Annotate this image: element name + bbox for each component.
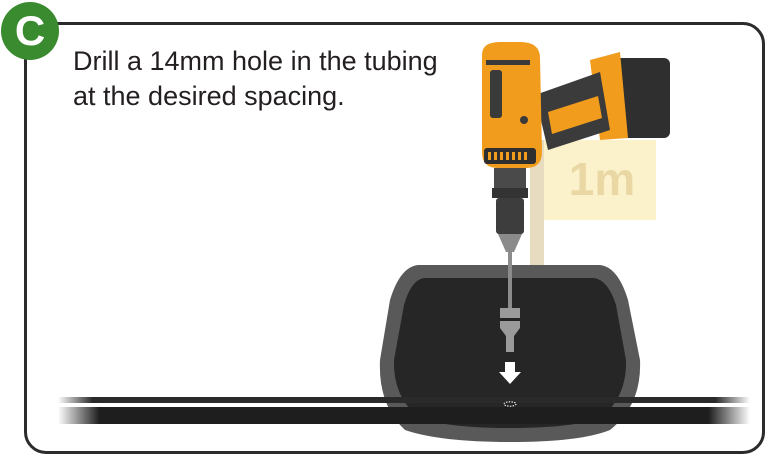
step-letter: C [14,7,46,54]
spacing-flag-icon [530,140,656,270]
step-badge [1,2,59,60]
drip-tubing [58,397,750,424]
spacing-label: 1m [568,153,636,205]
instruction-line-1: Drill a 14mm hole in the tubing [73,46,438,76]
instruction-text: Drill a 14mm hole in the tubing at the d… [73,44,493,114]
down-arrow-icon [499,362,521,384]
instruction-line-2: at the desired spacing. [73,81,345,111]
drill-icon [482,42,670,352]
